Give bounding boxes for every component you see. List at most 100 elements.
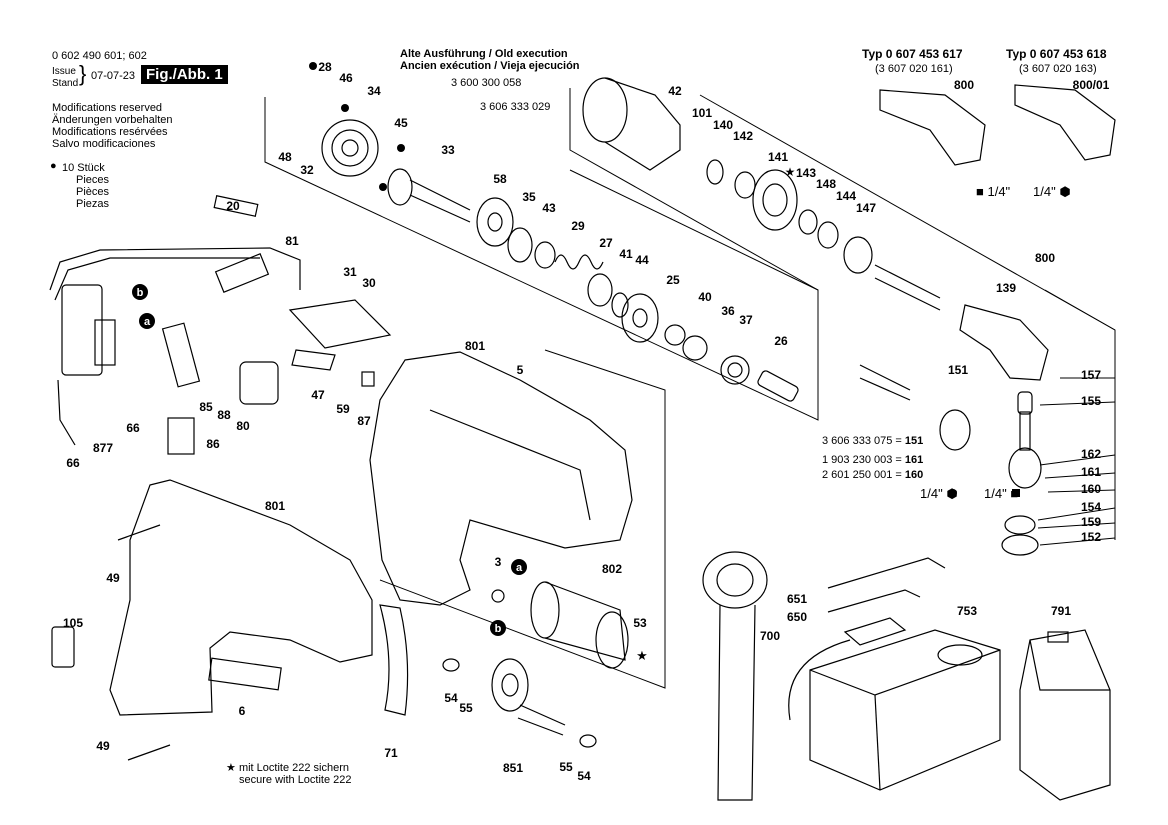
label-700: 700 [759,629,781,643]
label-80: 80 [236,419,250,433]
label-35: 35 [522,190,536,204]
issue-label: Issue [52,66,76,77]
modifications-fr: Modifications resérvées [52,126,168,138]
old-part-1: 3 600 300 058 [451,77,522,89]
pieces-es: Piezas [76,198,110,210]
type-1-sub: (3 607 020 161) [875,63,953,75]
issue-date: 07-07-23 [91,70,136,82]
label-58: 58 [493,172,507,186]
label-28: 28 [318,60,332,74]
label-877: 877 [92,441,114,455]
label-46: 46 [339,71,353,85]
label-155: 155 [1080,394,1102,408]
old-part-2: 3 606 333 029 [480,101,551,113]
label-31: 31 [343,265,357,279]
label-49-a: 49 [106,571,120,585]
label-101: 101 [691,106,713,120]
label-42: 42 [668,84,682,98]
square-icon: ■ [976,184,984,199]
label-53: 53 [633,616,647,630]
svg-text:b: b [495,623,502,635]
label-160: 160 [1080,482,1102,496]
part-number: 0 602 490 601; 602 [52,50,147,62]
label-25: 25 [666,273,680,287]
label-801-b: 801 [264,499,286,513]
label-148: 148 [815,177,837,191]
pieces-de: 10 Stück [62,162,105,174]
label-791: 791 [1050,604,1072,618]
label-34: 34 [367,84,381,98]
label-29: 29 [571,219,585,233]
label-55-a: 55 [459,701,473,715]
size-label-hex: 1/4" ⬢ [1033,184,1071,199]
label-45: 45 [394,116,408,130]
svg-text:a: a [144,316,151,328]
bullet-icon: ● [50,160,57,172]
svg-text:★: ★ [636,649,648,664]
label-141: 141 [767,150,789,164]
label-44: 44 [635,253,649,267]
hex-icon: ⬢ [1059,184,1071,199]
label-32: 32 [300,163,314,177]
label-87: 87 [357,414,371,428]
pieces-en: Pieces [76,174,110,186]
label-105: 105 [62,616,84,630]
label-159: 159 [1080,515,1102,529]
part-code-151: 3 606 333 075 = 151 [822,435,924,447]
label-157: 157 [1080,368,1102,382]
label-143: 143 [795,166,817,180]
label-55-b: 55 [559,760,573,774]
label-59: 59 [336,402,350,416]
label-43: 43 [542,201,556,215]
star-icon: ★ [226,762,236,774]
label-800-a: 800 [953,78,975,92]
label-6: 6 [238,704,246,718]
pieces-fr: Pièces [76,186,110,198]
label-37: 37 [739,313,753,327]
svg-text:★: ★ [785,165,796,179]
label-66-b: 66 [66,456,80,470]
label-152: 152 [1080,530,1102,544]
label-54-b: 54 [577,769,591,783]
label-651: 651 [786,592,808,606]
brace: } [79,61,87,86]
label-142: 142 [732,129,754,143]
label-3: 3 [494,555,502,569]
footnote-de: ★ mit Loctite 222 sichern [226,762,349,774]
label-5: 5 [516,363,524,377]
svg-text:b: b [137,287,144,299]
size-label-square: ■ 1/4" [976,184,1011,199]
part-code-161: 1 903 230 003 = 161 [822,454,924,466]
label-40: 40 [698,290,712,304]
label-27: 27 [599,236,613,250]
label-650: 650 [786,610,808,624]
figure-label: Fig./Abb. 1 [141,65,228,84]
label-49-b: 49 [96,739,110,753]
label-800-01: 800/01 [1072,78,1110,92]
label-88: 88 [217,408,231,422]
modifications-de: Änderungen vorbehalten [52,114,173,126]
label-151: 151 [947,363,969,377]
label-753: 753 [956,604,978,618]
label-71: 71 [384,746,398,760]
label-30: 30 [362,276,376,290]
label-47: 47 [311,388,325,402]
label-20: 20 [226,199,240,213]
label-801-a: 801 [464,339,486,353]
modifications-en: Modifications reserved [52,102,163,114]
label-851: 851 [502,761,524,775]
type-1-title: Typ 0 607 453 617 [862,47,963,61]
stand-label: Stand [52,78,79,89]
label-85: 85 [199,400,213,414]
label-54-a: 54 [444,691,458,705]
label-140: 140 [712,118,734,132]
label-66-a: 66 [126,421,140,435]
label-144: 144 [835,189,857,203]
type-2-sub: (3 607 020 163) [1019,63,1097,75]
svg-text:a: a [516,562,523,574]
type-2-title: Typ 0 607 453 618 [1006,47,1107,61]
modifications-es: Salvo modificaciones [52,138,156,150]
label-161: 161 [1080,465,1102,479]
label-800-b: 800 [1034,251,1056,265]
